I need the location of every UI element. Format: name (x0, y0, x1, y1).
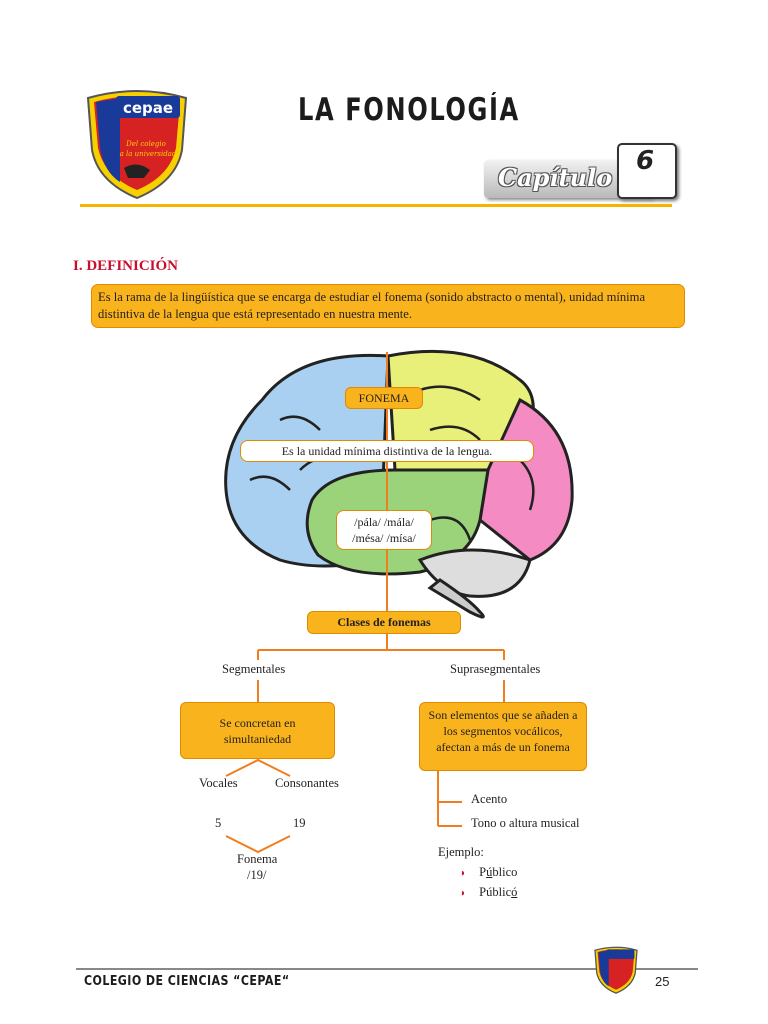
footer-divider (76, 968, 698, 970)
chapter-label: Capítulo (498, 163, 613, 192)
header-divider (80, 204, 672, 207)
example-1-pre: P (479, 865, 487, 879)
page-title: LA FONOLOGÍA (298, 92, 520, 128)
ejemplo-label: Ejemplo: (438, 845, 484, 859)
school-logo: cepae Del colegio a la universidad (84, 88, 190, 200)
fonema-label: FONEMA (345, 387, 423, 409)
example-2-pre: Públic (479, 885, 512, 899)
examples-line-2: /mésa/ /mísa/ (352, 531, 416, 545)
suprasegmentales-label: Suprasegmentales (450, 662, 541, 676)
example-2-stress: ó (511, 885, 518, 899)
chapter-number-box (617, 143, 677, 199)
fonema-definition: Es la unidad mínima distintiva de la len… (240, 440, 534, 462)
bullet-icon: ◗ (460, 888, 467, 899)
fonema-total-value: /19/ (247, 868, 267, 882)
examples-line-1: /pála/ /mála/ (354, 515, 414, 529)
example-2: ◗ Públicó (460, 885, 517, 900)
consonantes-label: Consonantes (275, 776, 339, 790)
logo-text: cepae (123, 99, 173, 117)
footer-logo (592, 946, 640, 994)
suprasegmentales-box: Son elementos que se añaden a los segmen… (419, 702, 587, 771)
bullet-icon: ◗ (460, 868, 467, 879)
section-heading: I. DEFINICIÓN (73, 258, 179, 274)
definition-box: Es la rama de la lingüística que se enca… (91, 284, 685, 328)
svg-text:Del colegio: Del colegio (125, 140, 166, 148)
chapter-number: 6 (635, 146, 655, 176)
acento-item: Acento (471, 792, 508, 806)
segmentales-label: Segmentales (222, 662, 286, 676)
svg-text:a la universidad: a la universidad (120, 150, 177, 158)
example-1: ◗ Público (460, 865, 517, 880)
example-1-post: blico (492, 865, 518, 879)
vocales-label: Vocales (199, 776, 238, 790)
footer-school: COLEGIO DE CIENCIAS “CEPAE“ (84, 974, 290, 989)
fonema-examples: /pála/ /mála/ /mésa/ /mísa/ (336, 510, 432, 550)
fonema-total-label: Fonema (237, 852, 278, 866)
page-number: 25 (655, 974, 670, 989)
segmentales-box: Se concretan en simultaniedad (180, 702, 335, 759)
classes-title: Clases de fonemas (307, 611, 461, 634)
consonantes-count: 19 (293, 816, 306, 830)
example-1-stress: ú (486, 865, 493, 879)
tono-item: Tono o altura musical (471, 816, 580, 830)
vocales-count: 5 (215, 816, 222, 830)
